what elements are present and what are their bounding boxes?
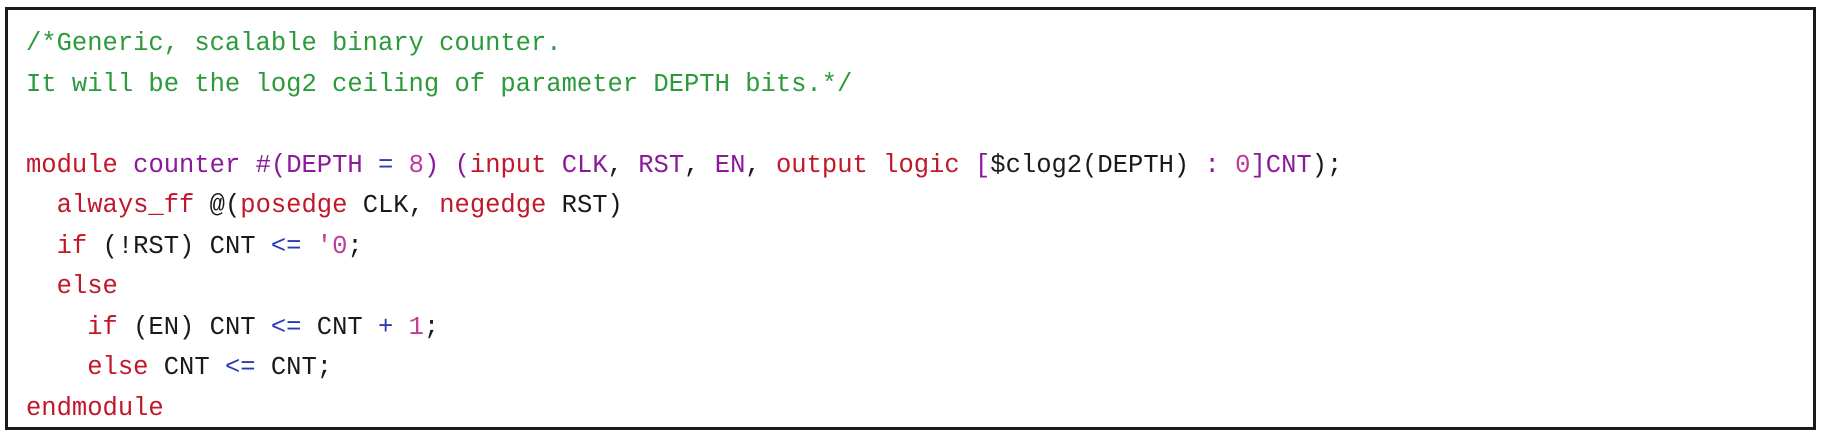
code-token-keyword: else	[56, 272, 118, 301]
code-token-plain: CLK,	[347, 191, 440, 220]
code-token-plain: );	[1311, 150, 1343, 180]
code-token-comment: /*Generic, scalable binary counter.	[26, 29, 562, 58]
code-token-plain	[26, 353, 87, 382]
code-token-plain: ;	[347, 231, 363, 261]
code-token-plain: RST)	[546, 191, 623, 220]
code-token-identifier: CNT	[1265, 150, 1312, 180]
code-line: module counter #(DEPTH = 8) (input CLK, …	[26, 146, 1342, 187]
code-token-plain	[868, 151, 883, 180]
code-token-identifier: #(	[255, 150, 287, 180]
code-token-plain	[1189, 151, 1204, 180]
code-token-keyword: always_ff	[56, 191, 195, 220]
code-token-plain	[439, 151, 454, 180]
code-token-operator: <=	[270, 231, 302, 261]
code-token-plain	[301, 232, 316, 261]
code-token-plain	[118, 151, 133, 180]
code-token-keyword: if	[56, 231, 88, 261]
code-token-keyword: logic	[883, 150, 960, 180]
code-token-plain: ;	[423, 312, 440, 342]
code-line	[26, 105, 1342, 146]
code-token-plain	[26, 232, 57, 261]
code-token-plain	[26, 191, 57, 220]
code-token-plain: ,	[684, 150, 715, 180]
code-token-plain: CNT	[301, 312, 378, 342]
code-token-identifier: RST	[638, 150, 685, 180]
code-token-plain: ,	[607, 150, 639, 180]
code-token-plain: CNT;	[255, 353, 333, 382]
code-line: if (EN) CNT <= CNT + 1;	[26, 308, 1342, 349]
code-line: /*Generic, scalable binary counter.	[26, 24, 1342, 65]
code-token-keyword: endmodule	[26, 393, 164, 423]
code-token-keyword: module	[26, 150, 118, 180]
code-token-keyword: else	[87, 353, 149, 382]
code-token-plain	[363, 151, 378, 180]
code-token-plain: $clog2	[990, 150, 1083, 180]
code-token-identifier: DEPTH	[286, 150, 363, 180]
code-token-plain	[240, 151, 255, 180]
code-token-plain: CNT	[148, 353, 225, 382]
code-token-number: 8	[408, 150, 424, 180]
code-token-plain	[194, 191, 209, 220]
code-token-plain	[1220, 151, 1235, 180]
code-token-plain: (EN) CNT	[117, 312, 271, 342]
code-token-keyword: posedge	[240, 191, 348, 220]
code-token-identifier: )	[423, 150, 440, 180]
code-token-plain: (DEPTH)	[1082, 150, 1190, 180]
code-token-keyword: negedge	[439, 191, 547, 220]
code-token-identifier: counter	[133, 150, 241, 180]
code-token-plain	[393, 151, 408, 180]
code-line: always_ff @(posedge CLK, negedge RST)	[26, 186, 1342, 227]
code-token-plain: ,	[745, 150, 776, 180]
code-token-plain	[546, 151, 561, 180]
code-token-operator: <=	[224, 353, 256, 382]
code-token-identifier: ]	[1250, 150, 1266, 180]
code-token-comment: It will be the log2 ceiling of parameter…	[26, 69, 853, 99]
code-token-keyword: if	[87, 312, 118, 342]
code-listing-frame: /*Generic, scalable binary counter. It wi…	[5, 7, 1816, 430]
code-token-identifier: (	[454, 150, 470, 180]
code-token-number: 1	[408, 312, 424, 342]
code-line: if (!RST) CNT <= '0;	[26, 227, 1342, 268]
code-token-plain	[393, 313, 408, 342]
code-token-operator: =	[378, 150, 394, 180]
code-token-plain	[26, 313, 87, 342]
code-token-number: 0	[1235, 150, 1251, 180]
code-token-identifier: :	[1204, 150, 1220, 180]
code-token-identifier: EN	[714, 150, 746, 180]
code-line: endmodule	[26, 389, 1342, 428]
code-token-identifier: [	[974, 150, 991, 180]
code-token-keyword: input	[469, 150, 547, 180]
code-token-operator: <=	[270, 312, 302, 342]
code-token-plain: @(	[209, 191, 241, 220]
code-token-plain	[26, 272, 57, 301]
code-token-number: '0	[316, 231, 348, 261]
code-line: else CNT <= CNT;	[26, 348, 1342, 389]
verilog-code-block: /*Generic, scalable binary counter. It wi…	[26, 24, 1342, 428]
code-token-identifier: CLK	[561, 150, 608, 180]
code-token-operator: +	[377, 312, 394, 342]
code-line: It will be the log2 ceiling of parameter…	[26, 65, 1342, 106]
code-line: else	[26, 267, 1342, 308]
code-token-plain: (!RST) CNT	[87, 231, 271, 261]
code-token-keyword: output	[776, 150, 868, 180]
code-token-plain	[960, 151, 975, 180]
